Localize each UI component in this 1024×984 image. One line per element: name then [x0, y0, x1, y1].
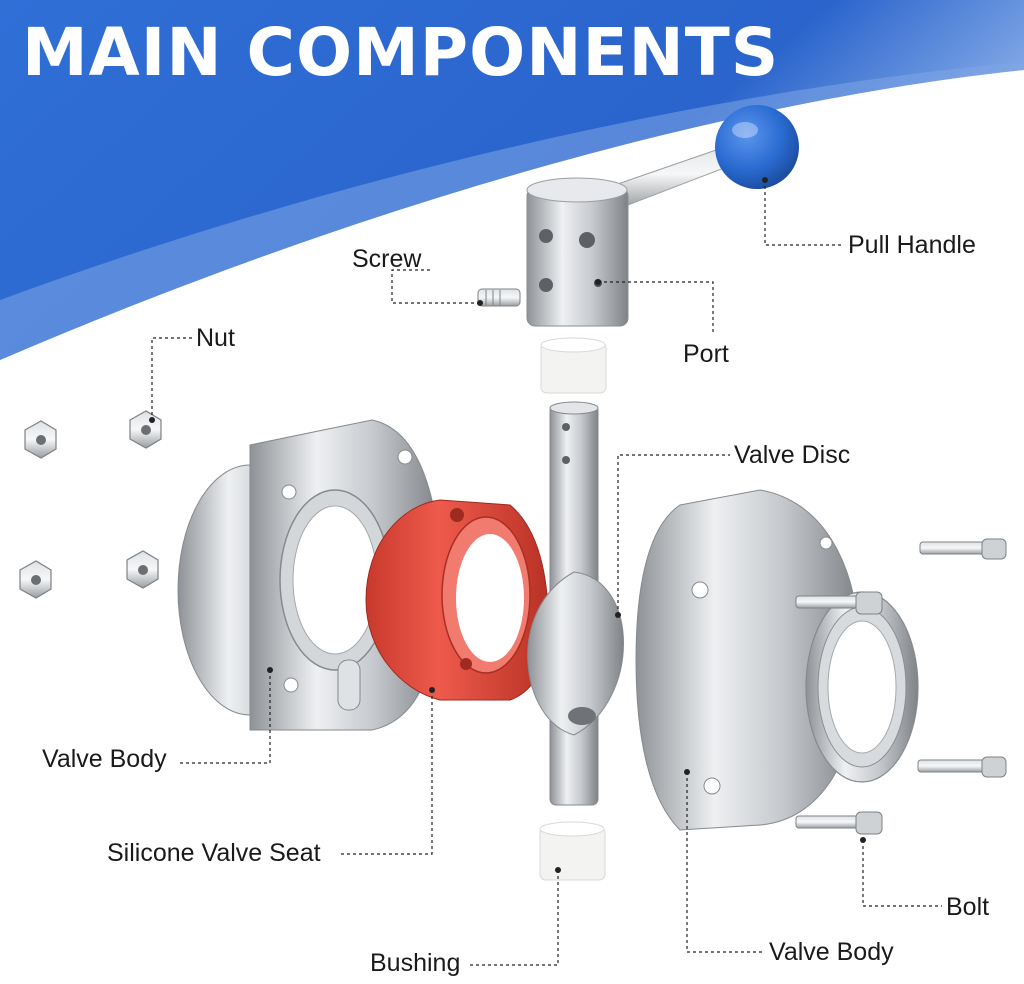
- page-title: MAIN COMPONENTS: [22, 14, 780, 91]
- leader-dots: [149, 177, 866, 873]
- label-valve-body-left: Valve Body: [42, 745, 167, 773]
- valve-disc-part: [527, 401, 624, 806]
- leader-lines: [151, 180, 942, 966]
- bolt-parts: [795, 538, 1007, 835]
- port-part: [526, 177, 629, 327]
- label-screw: Screw: [352, 245, 422, 273]
- bushing-bottom-part: [539, 821, 606, 881]
- label-bolt: Bolt: [946, 893, 990, 921]
- label-bushing: Bushing: [370, 949, 461, 977]
- pull-handle-part: [597, 105, 799, 209]
- label-valve-disc: Valve Disc: [734, 441, 851, 469]
- header-banner: [0, 0, 1024, 360]
- silicone-valve-seat-part: [365, 499, 549, 701]
- label-pull-handle: Pull Handle: [848, 231, 976, 259]
- valve-body-left-part: [177, 419, 441, 731]
- handle-knob: [715, 105, 799, 189]
- label-valve-body-right: Valve Body: [769, 938, 894, 966]
- screw-part: [477, 288, 521, 307]
- label-port: Port: [683, 340, 729, 368]
- valve-body-right-part: [635, 489, 919, 831]
- label-nut: Nut: [196, 324, 235, 352]
- label-silicone-valve-seat: Silicone Valve Seat: [107, 839, 321, 867]
- bushing-top-part: [540, 337, 607, 394]
